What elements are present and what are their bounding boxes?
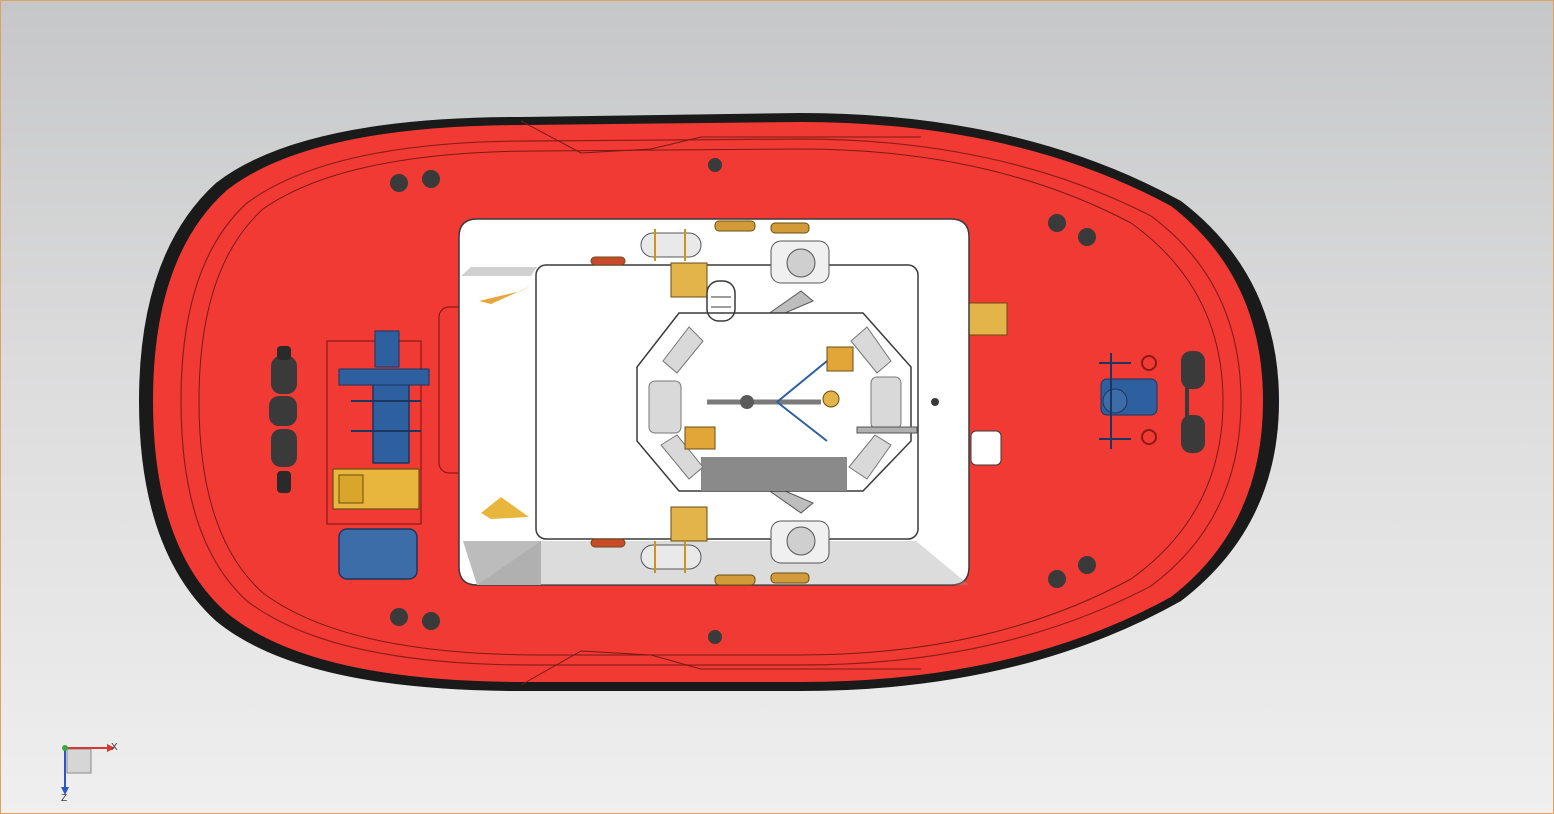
triad-origin: [62, 745, 68, 751]
tow-winch-gear: [374, 330, 400, 368]
stairs-upper-left[interactable]: [670, 262, 708, 298]
ventilation-yellow-bottom: [481, 497, 529, 519]
anchor-windlass[interactable]: [1099, 353, 1158, 449]
z-axis-label: Z: [61, 793, 68, 804]
ladder-hatch[interactable]: [706, 280, 736, 322]
fairleads: [590, 220, 810, 586]
winch-foundation: [326, 340, 422, 525]
superstructure-shadow-bottom: [463, 541, 541, 585]
stairs-lower-left[interactable]: [670, 506, 708, 542]
deck-break-top: [520, 120, 921, 154]
triad-graphic: [61, 744, 115, 795]
orientation-triad: X Z: [53, 739, 133, 809]
mooring-bitts[interactable]: [390, 158, 1096, 644]
deck-hatch[interactable]: [338, 528, 418, 580]
air-receiver-lower[interactable]: [640, 541, 702, 573]
z-axis-arrow: [61, 787, 69, 795]
winch-motor-panel: [338, 474, 364, 504]
air-receiver-upper[interactable]: [640, 229, 702, 261]
tow-winch-frame: [338, 368, 430, 386]
x-axis-arrow: [107, 744, 115, 752]
aft-towing-bitt[interactable]: [269, 346, 297, 493]
wheelhouse-windows: [648, 326, 902, 480]
x-axis-label: X: [111, 742, 118, 753]
deck-inner-line: [180, 138, 1242, 666]
helm-console[interactable]: [684, 346, 918, 450]
superstructure-shadow-top: [461, 267, 537, 276]
lower-deck-band: [477, 541, 969, 585]
wheelhouse-floor-shade: [701, 457, 847, 491]
ventilation-yellow-top: [479, 286, 531, 304]
deck-break-bottom: [520, 650, 921, 686]
bow-towing-staple[interactable]: [1181, 351, 1205, 453]
triad-plane: [66, 748, 92, 774]
bulwark-line: [198, 148, 1224, 656]
bow-gangway-hatch[interactable]: [970, 430, 1002, 466]
